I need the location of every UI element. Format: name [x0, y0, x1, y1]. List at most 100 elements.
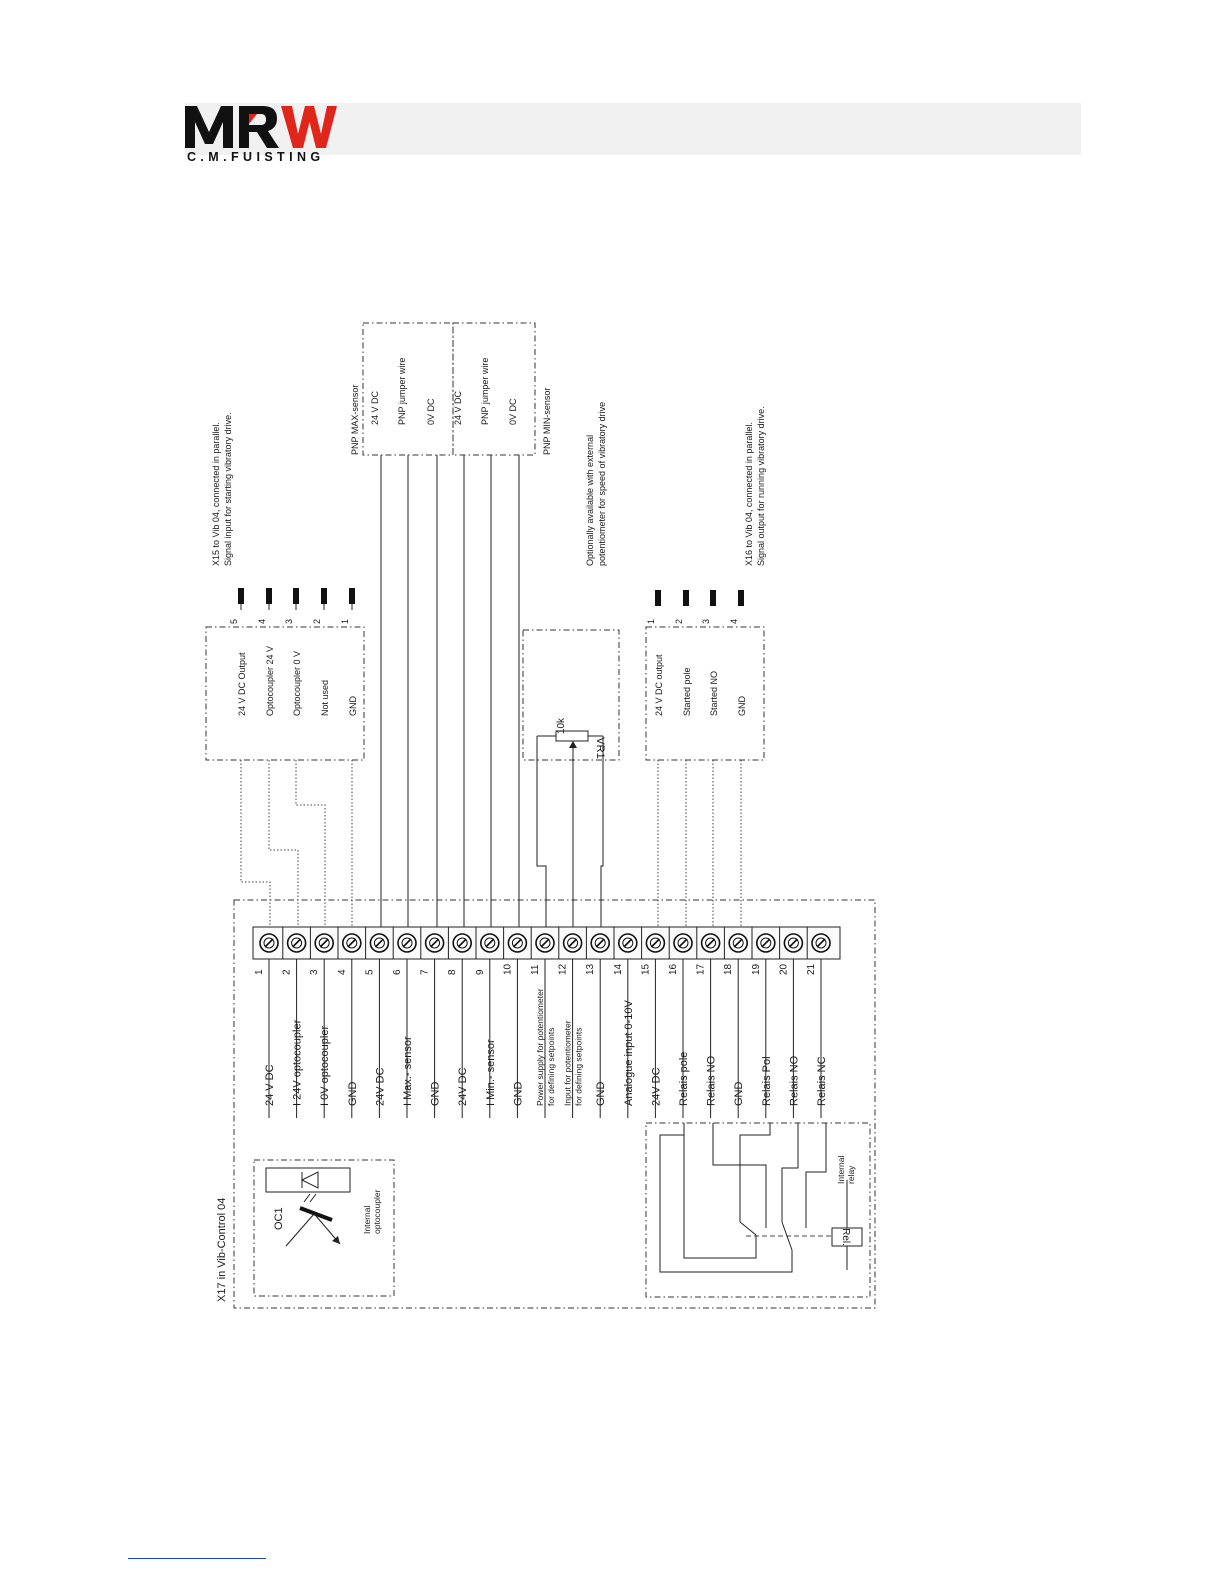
sensor-max-label: 0V DC [426, 398, 436, 425]
terminal-screw [590, 933, 611, 953]
terminal-screw [783, 933, 804, 953]
sensor-min-title: PNP MIN-sensor [542, 388, 552, 455]
pot-name: VR1 [594, 737, 606, 758]
x16-note-line-2: Signal output for running vibratory driv… [756, 406, 766, 566]
terminal-number: 13 [585, 963, 596, 975]
terminal-label: I Min.- sensor [485, 1039, 497, 1106]
terminal-label: I 0V optocoupler [319, 1026, 331, 1106]
terminal-number: 8 [447, 969, 458, 975]
terminal-screw [479, 933, 500, 953]
x17-title: X17 in Vib-Control 04 [216, 1198, 228, 1302]
x15-pin-label: 24 V DC Output [237, 652, 247, 716]
terminal-number: 5 [364, 969, 375, 975]
terminal-label: GND [595, 1082, 607, 1107]
terminal-label: Analogue input 0-10V [623, 1000, 635, 1106]
terminal-number: 2 [282, 969, 293, 975]
x16-pin-number: 3 [701, 619, 711, 624]
terminal-number: 19 [751, 963, 762, 975]
x16-pin-number: 1 [646, 619, 656, 624]
sensor-min-label: PNP jumper wire [480, 358, 490, 425]
terminal-number: 20 [778, 963, 789, 975]
terminal-label: 24 V DC [264, 1064, 276, 1106]
pot-value: 10k [556, 717, 567, 734]
x16-pin-number: 4 [729, 619, 739, 624]
x16-box [645, 626, 765, 761]
company-logo [185, 106, 337, 148]
x16-pin-plug [710, 590, 716, 606]
terminal-screw [369, 933, 390, 953]
logo-subtitle: C.M.FUISTING [187, 150, 325, 164]
sensor-min-box [452, 322, 536, 456]
x15-pin-number: 5 [229, 619, 239, 624]
terminal-screw [314, 933, 335, 953]
terminal-screw [535, 933, 555, 953]
opto-caption-2: optocoupler [372, 1189, 382, 1234]
terminal-number: 16 [668, 963, 679, 975]
opto-loop [265, 1167, 351, 1193]
terminal-screw [645, 933, 666, 953]
terminal-label: Relais NO [788, 1055, 800, 1106]
terminal-number: 7 [420, 969, 431, 975]
terminal-label: Power supply for potentiometer [535, 988, 545, 1106]
terminal-screw [728, 933, 749, 953]
sensor-min-label: 0V DC [508, 398, 518, 425]
terminal-label: Relais Pol [761, 1056, 773, 1106]
x15-pin-plug [266, 588, 272, 604]
footer-rule [128, 1558, 266, 1559]
x15-pin-number: 2 [312, 619, 322, 624]
terminal-label: 24V DC [650, 1067, 662, 1106]
terminal-label: for defining setpoints [546, 1028, 556, 1106]
terminal-number: 4 [337, 969, 348, 975]
x16-pin-plug [655, 590, 661, 606]
x16-pin-label: GND [737, 696, 747, 717]
terminal-label: 24V DC [457, 1067, 469, 1106]
pot-note-line-2: potentiometer for speed of vibratory dri… [597, 402, 607, 566]
terminal-number: 1 [254, 969, 265, 975]
pot-wiper-arrow [569, 741, 577, 748]
terminal-screw [811, 933, 831, 953]
sensor-min-label: 24 V DC [453, 390, 463, 425]
terminal-number: 17 [696, 963, 707, 975]
terminal-screw [673, 933, 693, 953]
x16-pin-plug [738, 590, 744, 606]
logo-accent [249, 114, 257, 124]
opto-transistor-base [299, 1206, 333, 1222]
x15-pin-label: Not used [320, 680, 330, 716]
x16-pin-number: 2 [674, 619, 684, 624]
terminal-screw [755, 933, 776, 953]
x15-pin-plug [349, 588, 355, 604]
opto-name: OC1 [273, 1207, 285, 1230]
terminal-number: 14 [613, 963, 624, 975]
terminal-label: Relais NO [706, 1055, 718, 1106]
relay-name: Rel. [840, 1228, 851, 1246]
terminal-number: 10 [502, 963, 513, 975]
pot-note-line-1: Optionally available with external [585, 435, 595, 566]
wire-group [240, 455, 742, 927]
relay-box [645, 1122, 871, 1298]
terminal-label: GND [512, 1082, 524, 1107]
x17-frame [233, 899, 876, 1309]
x15-box [205, 626, 365, 761]
terminal-label: I Max.- sensor [402, 1036, 414, 1106]
terminal-number: 18 [723, 963, 734, 975]
x15-pin-number: 4 [257, 619, 267, 624]
relay-caption-1: Internal [836, 1156, 846, 1184]
opto-caption-1: Internal [362, 1206, 372, 1234]
x16-pin-label: Started NO [709, 671, 719, 716]
terminal-label: I 24V optocoupler [292, 1019, 304, 1106]
x16-pin-plug [683, 590, 689, 606]
x15-note-line-2: Signal input for starting vibratory driv… [223, 412, 233, 566]
terminal-number: 21 [806, 963, 817, 975]
x15-pin-label: Optocoupler 0 V [292, 651, 302, 716]
terminal-screw [397, 933, 417, 953]
terminal-label: 24V DC [374, 1067, 386, 1106]
sensor-max-box [362, 322, 454, 456]
logo-letter-w [281, 106, 337, 148]
terminal-label: Relais NC [816, 1056, 828, 1106]
terminal-number: 12 [558, 963, 569, 975]
